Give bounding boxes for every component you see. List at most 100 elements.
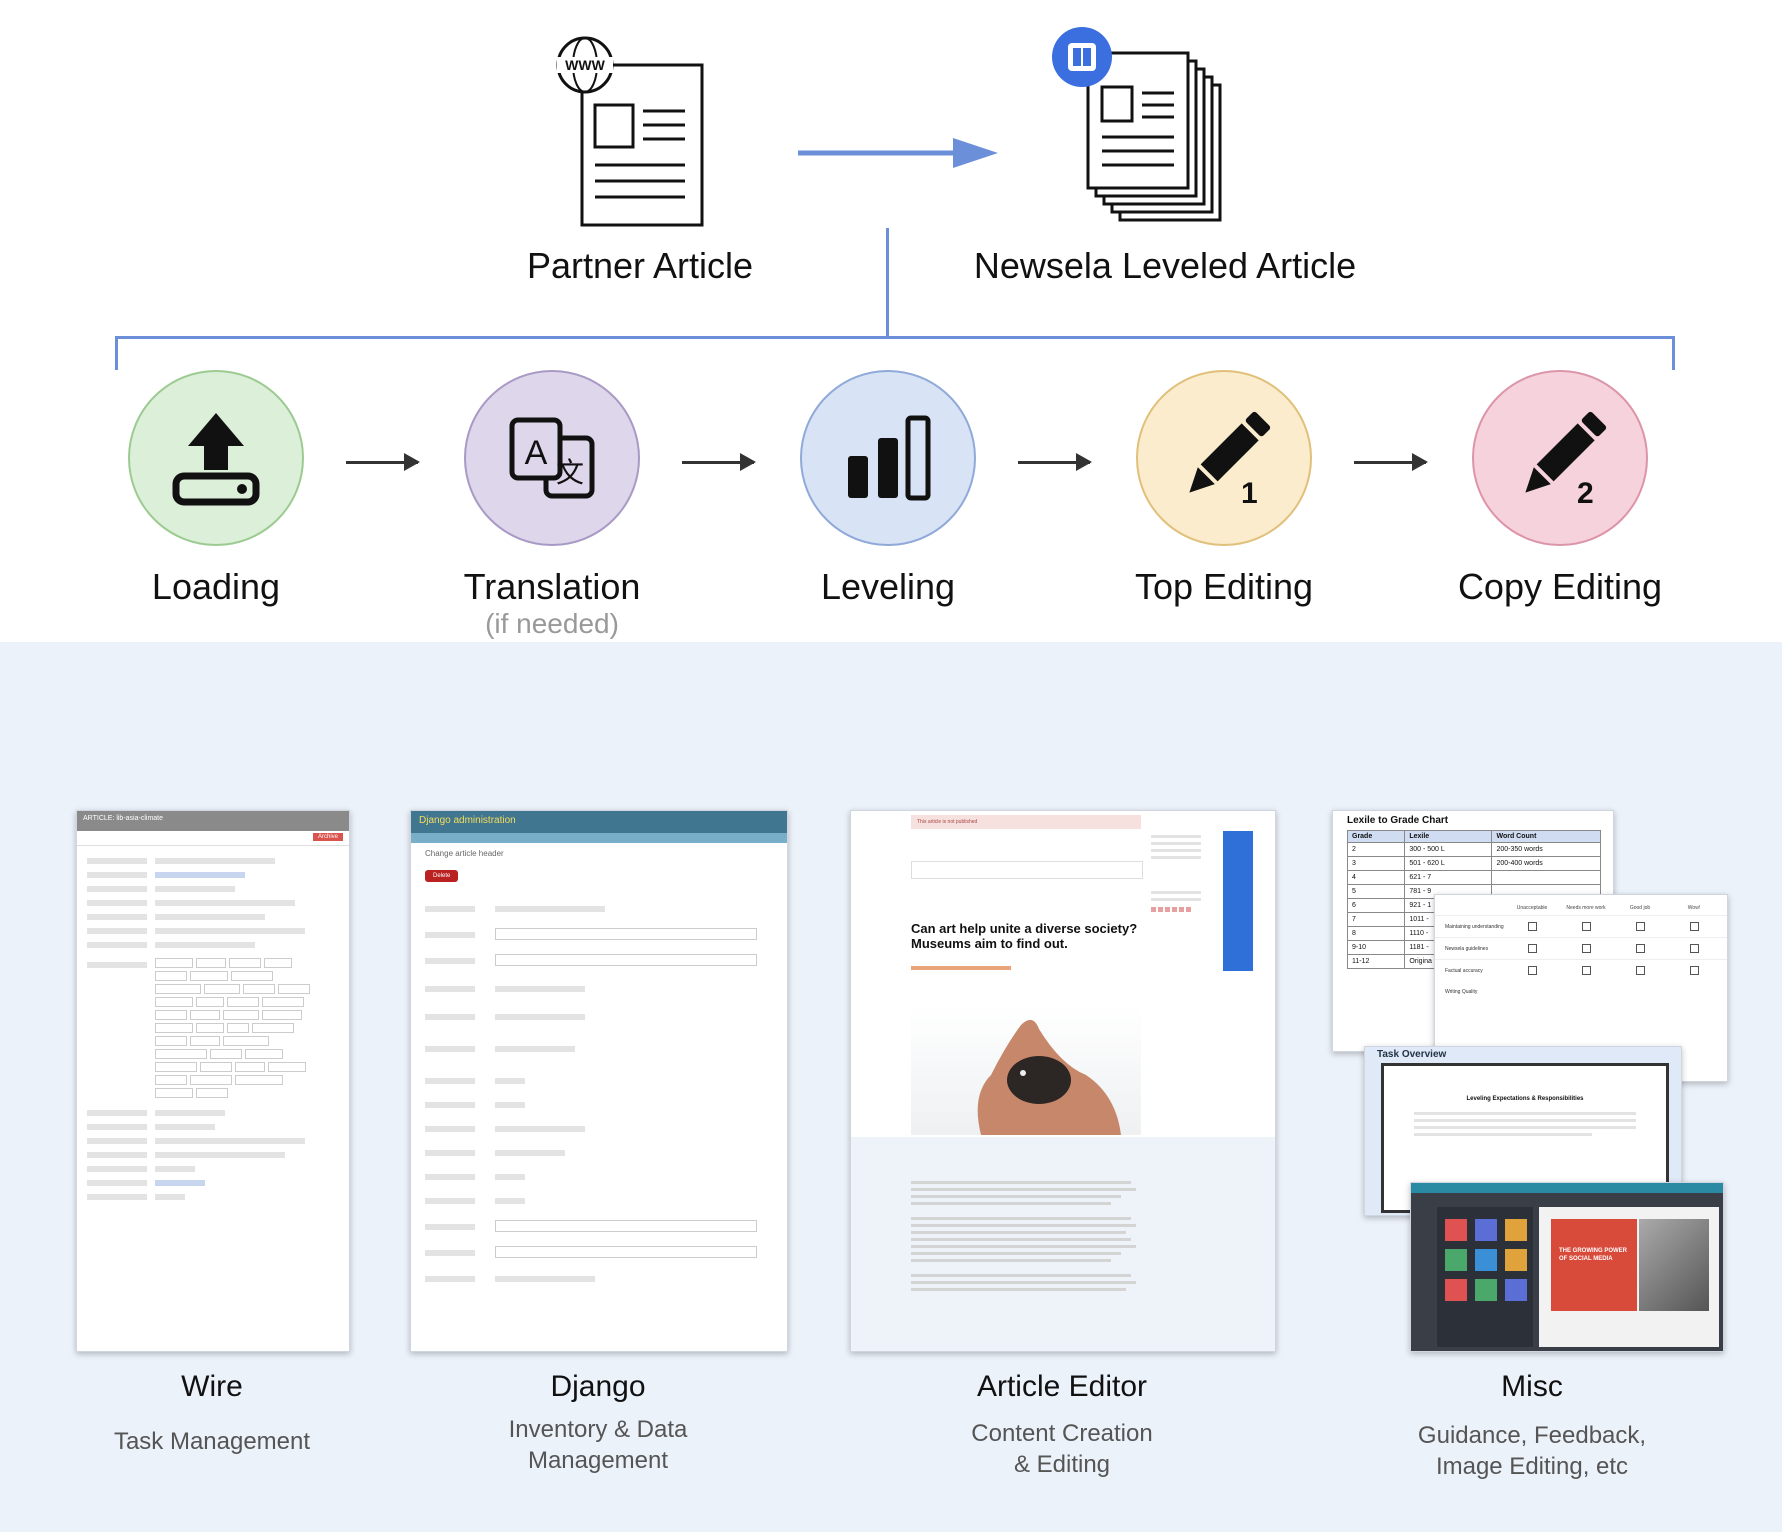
step-top-editing: 1 <box>1136 370 1312 546</box>
django-form <box>411 882 787 1308</box>
lexile-cell: 621 - 7 <box>1404 870 1493 885</box>
badge-1: 1 <box>1241 477 1258 510</box>
partner-article-icon: WWW <box>555 35 715 235</box>
bar-chart-icon <box>848 415 931 501</box>
rubric-checkbox[interactable] <box>1559 966 1613 975</box>
rubric-row: Maintaining understanding <box>1435 915 1727 937</box>
lexile-col-wordcount: Word Count <box>1491 830 1601 843</box>
tool-desc-article-editor: Content Creation & Editing <box>971 1420 1153 1478</box>
tool-name-wire: Wire <box>181 1370 243 1403</box>
tool-desc-django: Inventory & Data Management <box>508 1416 688 1474</box>
wire-archive-button[interactable]: Archive <box>312 833 343 841</box>
lexile-cell: 200-350 words <box>1491 842 1601 857</box>
django-delete-button[interactable]: Delete <box>425 870 459 882</box>
django-header: Django administration <box>411 811 787 833</box>
lexile-cell: 8 <box>1346 926 1406 941</box>
rubric-header: Unacceptable <box>1516 905 1548 911</box>
checkbox-box[interactable] <box>1635 944 1645 953</box>
rubric-checkbox[interactable] <box>1667 966 1721 975</box>
lexile-cell: 7 <box>1346 912 1406 927</box>
task-overview-title: Task Overview <box>1377 1049 1447 1060</box>
checkbox-box[interactable] <box>1581 966 1591 975</box>
checkbox-box[interactable] <box>1689 966 1699 975</box>
step-label-translation: Translation <box>463 566 641 607</box>
rubric-header: Needs more work <box>1566 905 1606 911</box>
rubric-checkbox[interactable] <box>1559 922 1613 931</box>
partner-article-title: Partner Article <box>526 245 754 286</box>
lexile-chart-title: Lexile to Grade Chart <box>1347 815 1449 826</box>
workflow-section: WWW Partner Article Newsela Leveled Arti… <box>0 0 1782 642</box>
pencil-1-icon: 1 <box>1189 411 1271 510</box>
lexile-cell: 9-10 <box>1346 940 1406 955</box>
rubric-checkbox[interactable] <box>1505 922 1559 931</box>
lexile-cell <box>1491 870 1601 885</box>
wire-form <box>77 846 349 1212</box>
rubric-checkbox[interactable] <box>1613 944 1667 953</box>
rubric-checkbox[interactable] <box>1667 922 1721 931</box>
rubric-checkbox[interactable] <box>1505 966 1559 975</box>
tool-name-django: Django <box>550 1370 646 1403</box>
leveled-article-icon <box>1050 25 1240 235</box>
checkbox-box[interactable] <box>1581 944 1591 953</box>
lexile-col-lexile: Lexile <box>1404 830 1493 843</box>
editor-photo <box>911 1005 1141 1135</box>
lexile-cell: 300 - 500 L <box>1404 842 1493 857</box>
lexile-cell: 2 <box>1346 842 1406 857</box>
rubric-header: Good job <box>1629 905 1651 911</box>
rubric-row: Factual accuracy <box>1435 959 1727 981</box>
rubric-checkbox[interactable] <box>1613 922 1667 931</box>
lexile-cell: 5 <box>1346 884 1406 899</box>
django-subheader: Change article header <box>425 849 504 858</box>
rubric-row-label: Maintaining understanding <box>1445 923 1504 930</box>
checkbox-box[interactable] <box>1689 922 1699 931</box>
lexile-cell: 4 <box>1346 870 1406 885</box>
arrow-loading-translation <box>346 453 420 471</box>
image-editor-screenshot: THE GROWING POWER OF SOCIAL MEDIA <box>1410 1182 1724 1352</box>
tool-desc-wire: Task Management <box>113 1428 311 1455</box>
checkbox-box[interactable] <box>1635 966 1645 975</box>
connector-left-tick <box>115 336 118 370</box>
connector-right-tick <box>1672 336 1675 370</box>
step-label-loading: Loading <box>151 566 281 607</box>
editor-side-toolbar[interactable] <box>1223 831 1253 971</box>
checkbox-box[interactable] <box>1527 922 1537 931</box>
step-leveling <box>800 370 976 546</box>
django-screenshot: Django administration Change article hea… <box>410 810 788 1352</box>
wire-header: ARTICLE: lib-asia-climate <box>77 811 349 831</box>
step-loading <box>128 370 304 546</box>
pencil-2-icon: 2 <box>1525 411 1607 510</box>
rubric-row-label: Factual accuracy <box>1445 967 1483 974</box>
lexile-cell: 6 <box>1346 898 1406 913</box>
svg-text:文: 文 <box>556 457 584 488</box>
checkbox-box[interactable] <box>1527 966 1537 975</box>
step-copy-editing: 2 <box>1472 370 1648 546</box>
svg-text:A: A <box>525 434 548 472</box>
rubric-header: Wow! <box>1687 905 1701 911</box>
checkbox-box[interactable] <box>1689 944 1699 953</box>
rubric-checkbox[interactable] <box>1505 944 1559 953</box>
editor-banner: This article is not published <box>911 815 1141 829</box>
step-label-copy-editing: Copy Editing <box>1457 566 1663 607</box>
translate-icon: A 文 <box>509 417 595 499</box>
rubric-footer: Writing Quality <box>1445 989 1478 995</box>
tool-desc-misc: Guidance, Feedback, Image Editing, etc <box>1417 1422 1647 1480</box>
arrow-top-editing-copy-editing <box>1354 453 1428 471</box>
rubric-checkbox[interactable] <box>1667 944 1721 953</box>
step-note-translation: (if needed) <box>485 608 619 639</box>
tool-name-misc: Misc <box>1501 1370 1563 1403</box>
rubric-checkbox[interactable] <box>1613 966 1667 975</box>
lexile-col-grade: Grade <box>1346 830 1406 843</box>
checkbox-box[interactable] <box>1527 944 1537 953</box>
rubric-checkbox[interactable] <box>1559 944 1613 953</box>
editor-headline: Can art help unite a diverse society? Mu… <box>911 921 1138 951</box>
checkbox-box[interactable] <box>1635 922 1645 931</box>
checkbox-box[interactable] <box>1581 922 1591 931</box>
arrow-leveling-top-editing <box>1018 453 1092 471</box>
leveled-article-title: Newsela Leveled Article <box>973 245 1357 286</box>
media-title: THE GROWING POWER OF SOCIAL MEDIA <box>1559 1248 1627 1262</box>
tools-section: ARTICLE: lib-asia-climate Archive <box>0 642 1782 1532</box>
lexile-cell: 200-400 words <box>1491 856 1601 871</box>
